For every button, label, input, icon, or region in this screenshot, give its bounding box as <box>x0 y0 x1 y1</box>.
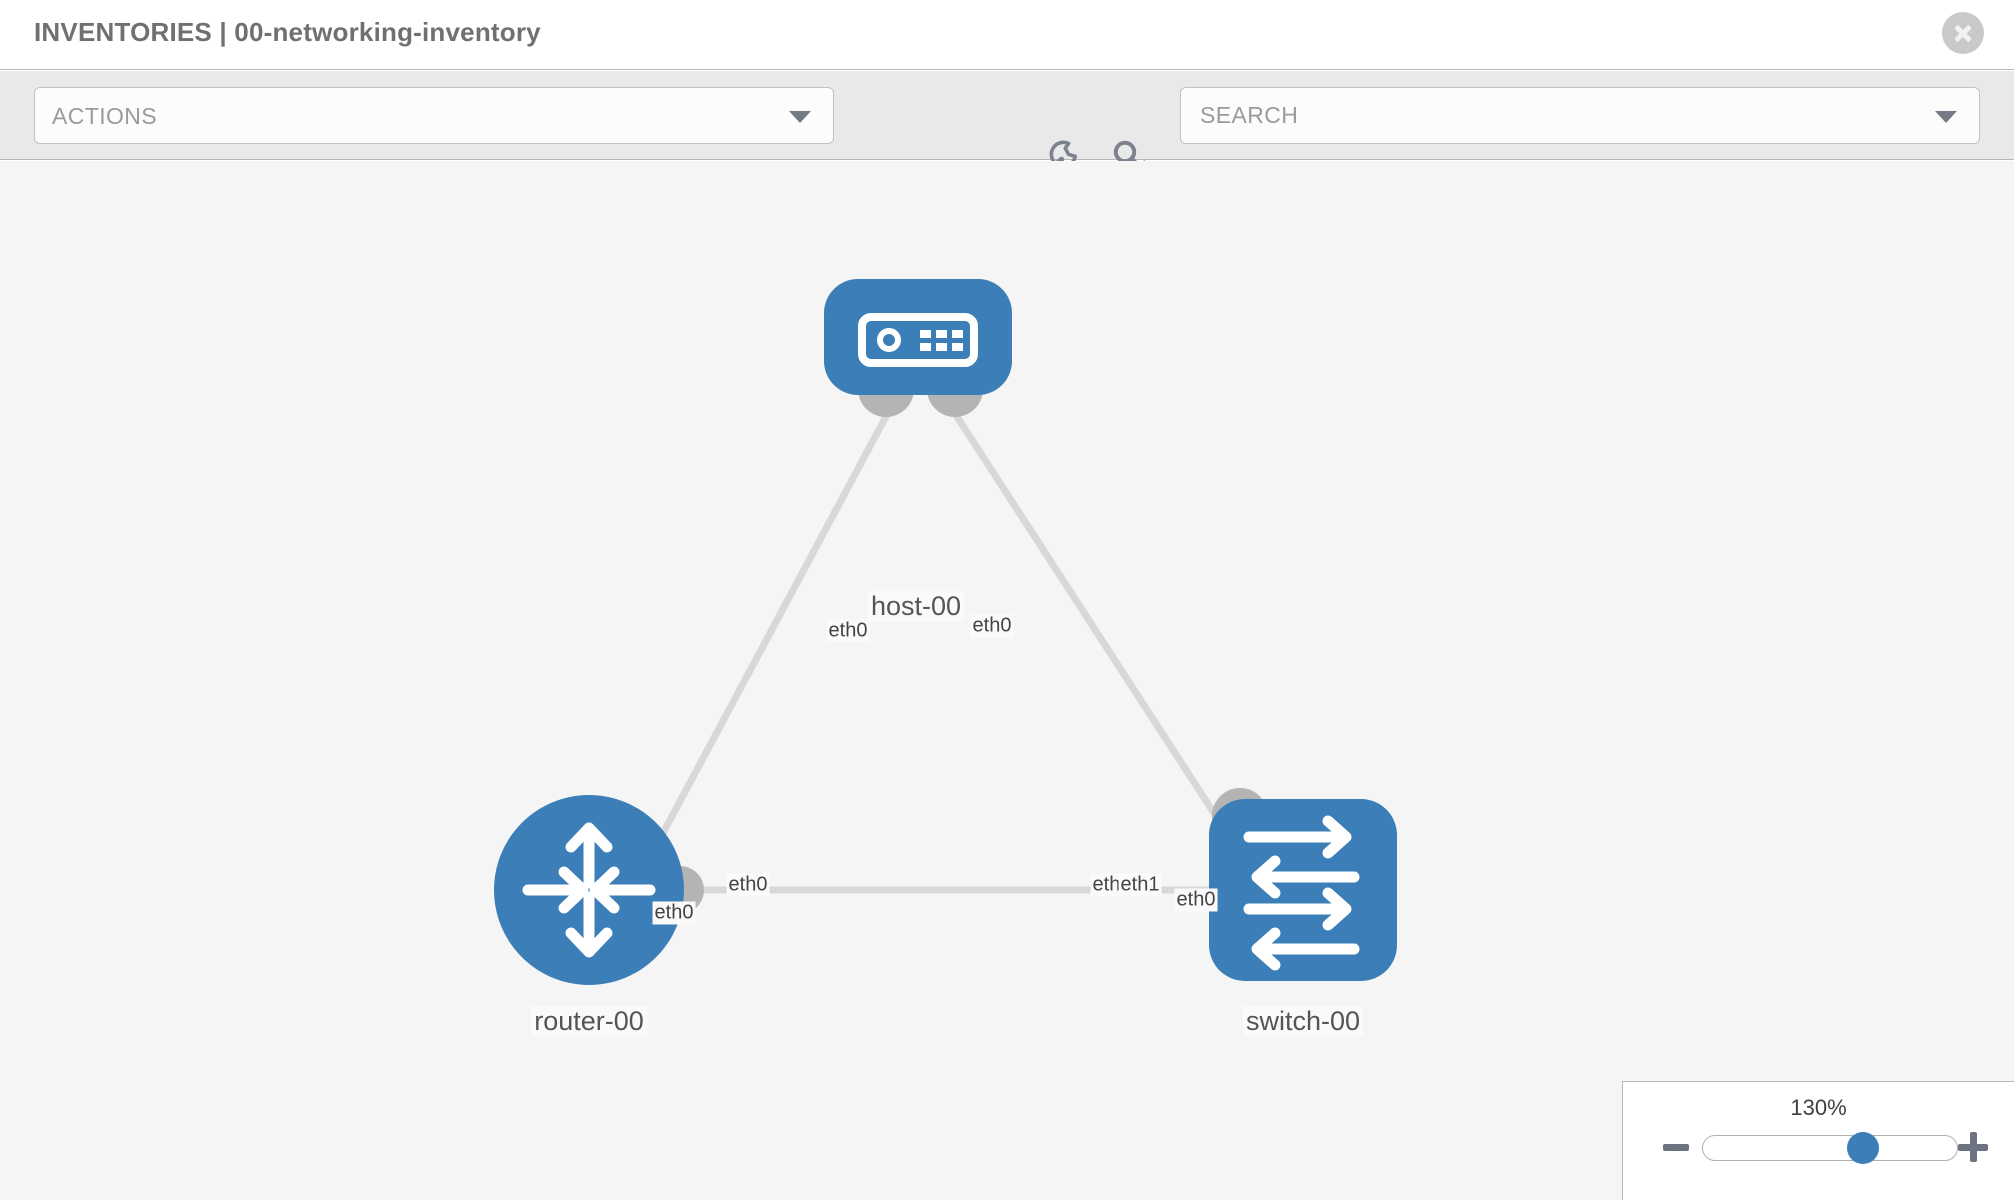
port-label: eth1 <box>1118 873 1162 897</box>
minus-icon[interactable] <box>1663 1144 1689 1151</box>
close-icon[interactable] <box>1942 12 1984 54</box>
chevron-down-icon[interactable] <box>1935 111 1957 123</box>
node-switch-00[interactable] <box>1209 799 1397 981</box>
search-input[interactable] <box>1198 88 1918 143</box>
page-header: INVENTORIES | 00-networking-inventory <box>0 0 2014 70</box>
port-label: eth0 <box>726 873 770 897</box>
node-label-switch-00: switch-00 <box>1242 1006 1364 1038</box>
topology-graph <box>494 279 1397 985</box>
node-label-router-00: router-00 <box>531 1006 647 1038</box>
zoom-level-value: 130% <box>1790 1095 1847 1120</box>
toolbar: ACTIONS <box>0 71 2014 177</box>
topology-ports <box>656 361 1268 918</box>
node-label-host-00: host-00 <box>867 591 965 623</box>
edge-host-router <box>636 407 894 878</box>
edge-host-switch <box>949 407 1248 863</box>
node-router-00[interactable] <box>494 795 684 985</box>
port-label: eth0 <box>970 614 1014 638</box>
port-label: eth0 <box>652 901 696 925</box>
port-label: eth0 <box>1174 888 1218 912</box>
page-title: INVENTORIES | 00-networking-inventory <box>34 17 541 47</box>
zoom-slider-track[interactable] <box>1702 1132 1958 1164</box>
zoom-control-panel: 130% <box>1622 1081 2014 1200</box>
actions-dropdown[interactable]: ACTIONS <box>34 87 834 144</box>
port-label: eth0 <box>826 619 870 643</box>
topology-edges <box>636 407 1248 894</box>
zoom-slider-thumb[interactable] <box>1847 1132 1880 1164</box>
chevron-down-icon <box>789 111 811 123</box>
search-field[interactable] <box>1180 87 1980 144</box>
node-host-00[interactable] <box>824 279 1012 395</box>
plus-icon[interactable] <box>1958 1132 1988 1162</box>
actions-dropdown-label: ACTIONS <box>52 103 158 129</box>
topology-canvas[interactable]: host-00 router-00 switch-00 eth0 eth0 et… <box>0 161 2014 1200</box>
